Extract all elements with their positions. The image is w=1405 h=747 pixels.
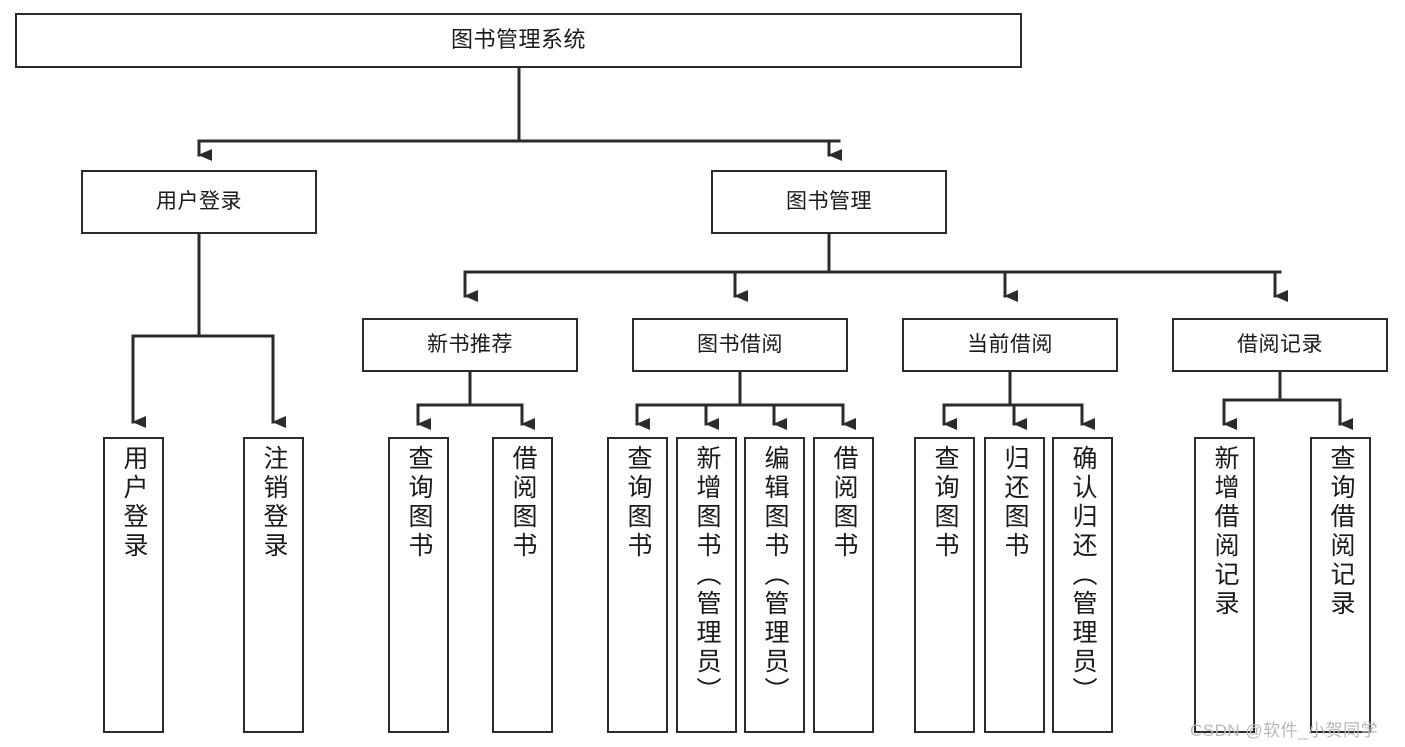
node-leaf-search-book-new[interactable]: 查询图书 bbox=[388, 437, 449, 733]
node-borrow-records[interactable]: 借阅记录 bbox=[1172, 318, 1388, 372]
node-book-borrow[interactable]: 图书借阅 bbox=[632, 318, 848, 372]
node-label: 用户登录 bbox=[120, 445, 148, 561]
csdn-watermark: CSDN @软件_小贺同学 bbox=[1190, 721, 1379, 740]
node-leaf-return-book[interactable]: 归还图书 bbox=[984, 437, 1045, 733]
node-leaf-borrow-book-new[interactable]: 借阅图书 bbox=[492, 437, 553, 733]
node-label: 查询图书 bbox=[624, 445, 652, 561]
node-leaf-logout[interactable]: 注销登录 bbox=[243, 437, 304, 733]
node-label: 查询借阅记录 bbox=[1327, 445, 1355, 619]
node-leaf-borrow-book[interactable]: 借阅图书 bbox=[813, 437, 874, 733]
node-label: 图书借阅 bbox=[697, 333, 783, 357]
node-label: 查询图书 bbox=[931, 445, 959, 561]
node-label: 新增借阅记录 bbox=[1211, 445, 1239, 619]
node-root-system[interactable]: 图书管理系统 bbox=[15, 13, 1022, 68]
node-label: 借阅记录 bbox=[1237, 333, 1323, 357]
node-label: 编辑图书（管理员） bbox=[761, 445, 789, 706]
node-label: 确认归还（管理员） bbox=[1069, 445, 1097, 706]
node-leaf-search-borrow-record[interactable]: 查询借阅记录 bbox=[1310, 437, 1371, 733]
node-user-login[interactable]: 用户登录 bbox=[81, 170, 317, 234]
node-leaf-search-book-borrow[interactable]: 查询图书 bbox=[607, 437, 668, 733]
node-current-borrow[interactable]: 当前借阅 bbox=[902, 318, 1118, 372]
node-label: 图书管理 bbox=[786, 190, 872, 214]
node-label: 借阅图书 bbox=[830, 445, 858, 561]
node-label: 当前借阅 bbox=[967, 333, 1053, 357]
node-label: 新书推荐 bbox=[427, 333, 513, 357]
node-leaf-add-book-admin[interactable]: 新增图书（管理员） bbox=[676, 437, 737, 733]
node-leaf-edit-book-admin[interactable]: 编辑图书（管理员） bbox=[744, 437, 805, 733]
node-leaf-search-book-current[interactable]: 查询图书 bbox=[914, 437, 975, 733]
node-label: 图书管理系统 bbox=[450, 27, 586, 53]
node-label: 用户登录 bbox=[156, 190, 242, 214]
node-label: 归还图书 bbox=[1001, 445, 1029, 561]
node-label: 借阅图书 bbox=[509, 445, 537, 561]
node-leaf-user-login[interactable]: 用户登录 bbox=[103, 437, 164, 733]
node-new-book-recommend[interactable]: 新书推荐 bbox=[362, 318, 578, 372]
node-leaf-add-borrow-record[interactable]: 新增借阅记录 bbox=[1194, 437, 1255, 733]
node-label: 查询图书 bbox=[405, 445, 433, 561]
node-label: 新增图书（管理员） bbox=[693, 445, 721, 706]
node-label: 注销登录 bbox=[260, 445, 288, 561]
node-book-management[interactable]: 图书管理 bbox=[711, 170, 947, 234]
node-leaf-confirm-return-admin[interactable]: 确认归还（管理员） bbox=[1052, 437, 1113, 733]
